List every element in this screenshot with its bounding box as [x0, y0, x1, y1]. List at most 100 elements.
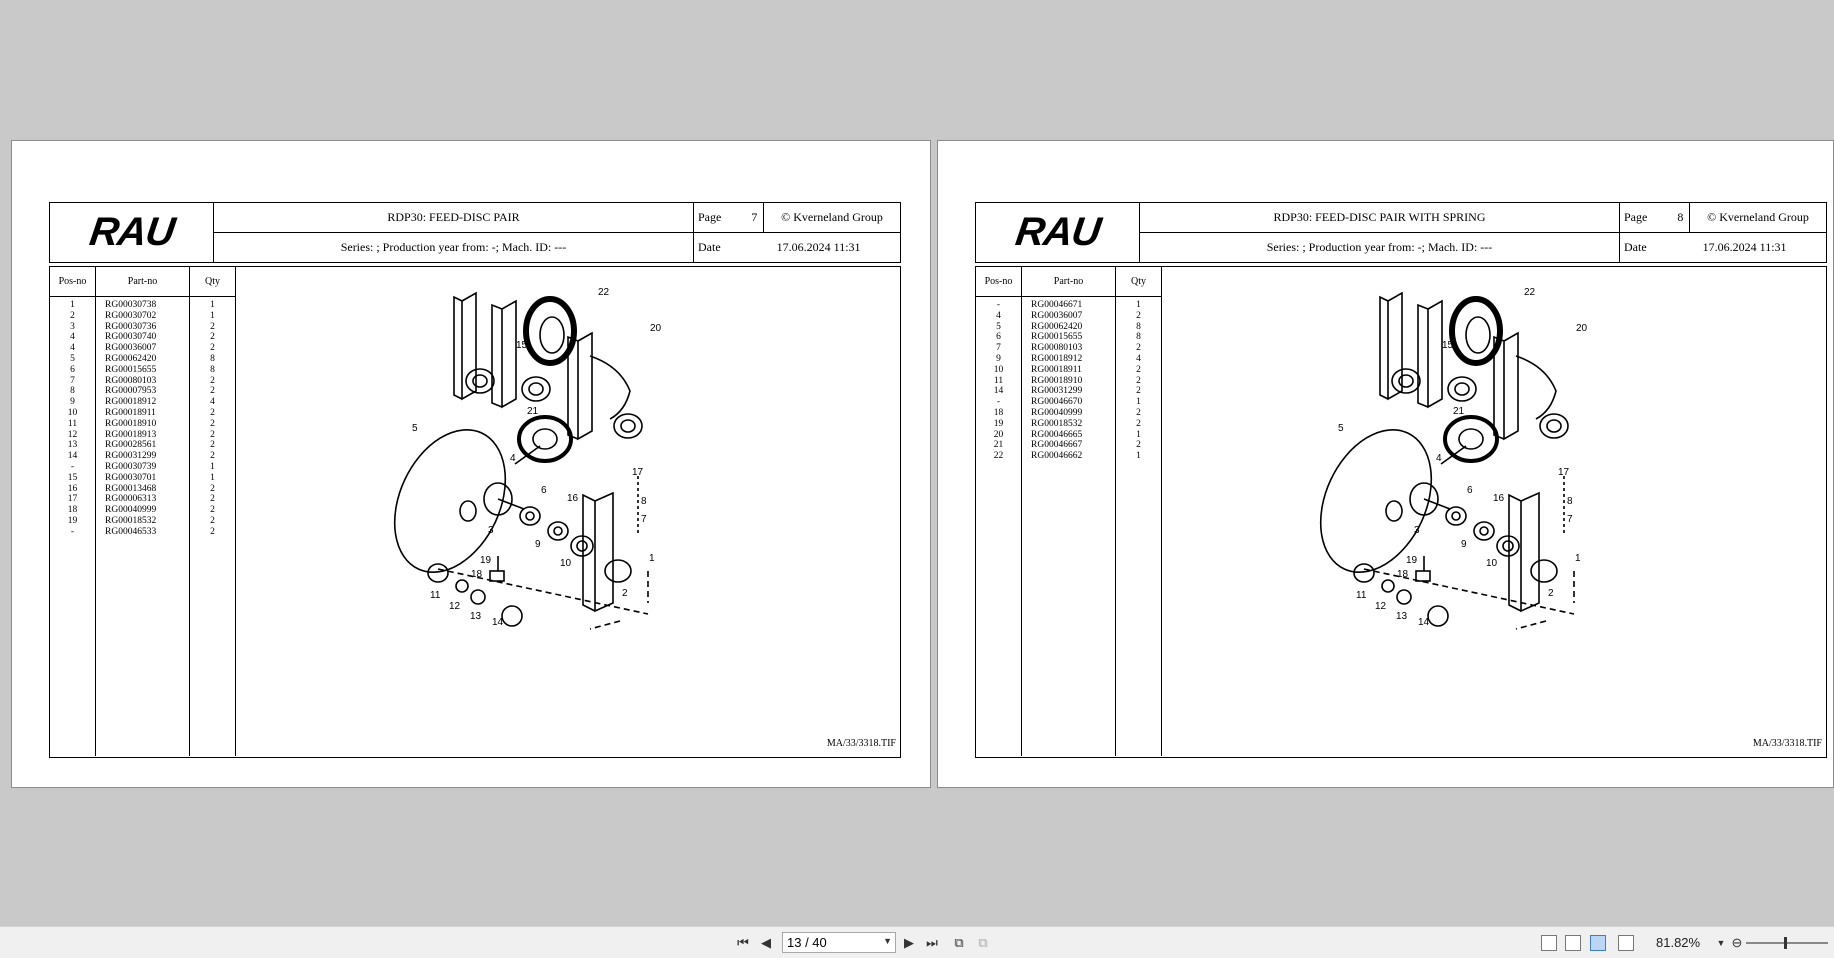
table-cell: 1: [1136, 429, 1141, 440]
document-viewport[interactable]: RAU RDP30: FEED-DISC PAIR Series: ; Prod…: [0, 0, 1834, 926]
zoom-dropdown-icon[interactable]: ▼: [1716, 938, 1726, 948]
svg-text:16: 16: [1493, 493, 1505, 504]
table-cell: 2: [210, 343, 215, 354]
zoom-slider-handle[interactable]: [1784, 937, 1787, 949]
table-cell: 13: [67, 440, 78, 451]
table-cell: RG00046670: [1031, 397, 1083, 408]
sheet-title: RDP30: FEED-DISC PAIR WITH SPRING: [1140, 203, 1620, 233]
table-cell: 15: [67, 472, 78, 483]
view-continuous-icon[interactable]: [1565, 935, 1581, 951]
svg-text:10: 10: [560, 558, 572, 569]
table-cell: 5: [996, 321, 1001, 332]
svg-text:9: 9: [535, 539, 541, 550]
zoom-slider[interactable]: [1746, 937, 1828, 949]
svg-text:4: 4: [510, 453, 516, 464]
table-cell: 2: [70, 310, 75, 321]
first-page-icon[interactable]: ⏮: [737, 935, 749, 950]
table-cell: 8: [70, 386, 75, 397]
svg-text:3: 3: [1414, 525, 1420, 536]
svg-text:7: 7: [1567, 514, 1573, 525]
table-cell: RG00006313: [105, 494, 157, 505]
svg-text:22: 22: [1524, 287, 1536, 298]
svg-text:20: 20: [1576, 323, 1588, 334]
table-cell: 2: [1136, 375, 1141, 386]
view-single-icon[interactable]: [1541, 935, 1557, 951]
svg-text:12: 12: [449, 601, 461, 612]
qty-column-header: Qty: [1116, 267, 1161, 297]
zoom-out-icon[interactable]: ⊖: [1731, 935, 1743, 950]
table-cell: 1: [1136, 300, 1141, 310]
table-cell: RG00062420: [105, 353, 157, 364]
svg-text:19: 19: [1406, 555, 1418, 566]
svg-text:20: 20: [650, 323, 662, 334]
logo-cell: RAU: [50, 203, 214, 262]
table-cell: 14: [993, 386, 1004, 397]
table-cell: RG00046671: [1031, 300, 1083, 310]
table-cell: 1: [1136, 451, 1141, 462]
table-cell: 2: [210, 407, 215, 418]
svg-text:22: 22: [598, 287, 610, 298]
table-cell: 4: [996, 310, 1001, 321]
table-cell: 1: [1136, 397, 1141, 408]
svg-text:11: 11: [1356, 590, 1367, 601]
series-line: Series: ; Production year from: -; Mach.…: [1140, 233, 1620, 262]
page-number-input[interactable]: 13 / 40 ▼: [782, 932, 896, 953]
table-cell: 8: [1136, 321, 1141, 332]
table-cell: RG00018910: [1031, 375, 1083, 386]
logo-cell: RAU: [976, 203, 1140, 262]
table-cell: RG00062420: [1031, 321, 1083, 332]
table-cell: 4: [1136, 353, 1141, 364]
sheet-header: RAU RDP30: FEED-DISC PAIR WITH SPRING Se…: [975, 202, 1827, 263]
file-reference: MA/33/3318.TIF: [826, 738, 896, 749]
svg-text:1: 1: [1575, 553, 1581, 564]
fit-page-icon[interactable]: ⧉: [954, 935, 964, 950]
table-cell: RG00018532: [105, 515, 157, 526]
chevron-down-icon[interactable]: ▼: [883, 936, 892, 946]
viewer-status-bar: ⏮ ◀ 13 / 40 ▼ ▶ ⏭ ⧉ ⧉ 81.82% ▼ ⊖: [0, 926, 1834, 958]
table-cell: 18: [993, 407, 1004, 418]
svg-text:13: 13: [470, 611, 482, 622]
table-cell: 1: [210, 472, 215, 483]
table-cell: RG00030738: [105, 300, 157, 310]
rau-logo: RAU: [1012, 210, 1103, 254]
table-cell: 11: [993, 375, 1004, 386]
svg-text:9: 9: [1461, 539, 1467, 550]
view-facing-continuous-icon[interactable]: [1618, 935, 1634, 951]
svg-text:12: 12: [1375, 601, 1387, 612]
table-cell: RG00030702: [105, 310, 157, 321]
table-cell: RG00018912: [105, 397, 157, 408]
table-cell: RG00018912: [1031, 353, 1083, 364]
table-cell: 2: [1136, 364, 1141, 375]
table-cell: 2: [210, 451, 215, 462]
fit-width-icon[interactable]: ⧉: [978, 935, 988, 950]
prev-page-icon[interactable]: ◀: [761, 935, 771, 950]
page-number: 8: [1677, 210, 1684, 224]
svg-text:14: 14: [492, 617, 504, 628]
table-cell: 2: [210, 515, 215, 526]
svg-text:11: 11: [430, 590, 441, 601]
table-cell: RG00030739: [105, 461, 157, 472]
svg-text:18: 18: [1397, 569, 1409, 580]
view-facing-icon[interactable]: [1590, 935, 1606, 951]
svg-text:19: 19: [480, 555, 492, 566]
next-page-icon[interactable]: ▶: [904, 935, 914, 950]
svg-text:17: 17: [632, 467, 644, 478]
table-cell: 8: [210, 353, 215, 364]
svg-text:1: 1: [649, 553, 655, 564]
svg-text:10: 10: [1486, 558, 1498, 569]
table-cell: RG00018911: [105, 407, 156, 418]
zoom-level[interactable]: 81.82%: [1656, 935, 1701, 950]
table-cell: RG00031299: [1031, 386, 1083, 397]
last-page-icon[interactable]: ⏭: [926, 935, 938, 950]
page-indicator: 13 / 40: [787, 935, 827, 950]
